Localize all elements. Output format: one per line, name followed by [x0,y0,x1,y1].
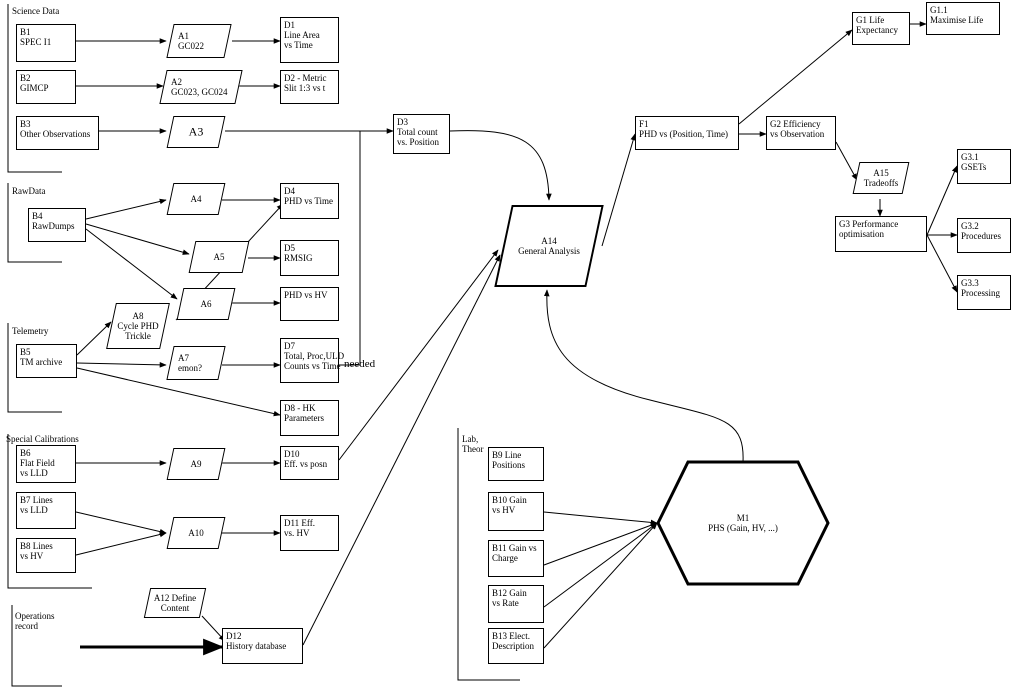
box-b2: B2 GIMCP [16,70,76,104]
box-b13: B13 Elect. Description [488,628,544,664]
box-b12: B12 Gain vs Rate [488,585,544,623]
box-g1: G1 Life Expectancy [852,12,910,45]
box-d4: D4 PHD vs Time [280,183,339,219]
box-d1: D1 Line Area vs Time [280,17,339,63]
needed-annotation: needed [344,358,376,370]
box-b11: B11 Gain vs Charge [488,540,544,577]
analysis-a10: A10 [166,517,226,549]
connectors [75,21,958,656]
box-g11: G1.1 Maximise Life [926,2,1000,35]
analysis-a5: A5 [188,241,250,273]
analysis-a15: A15 Tradeoffs [852,162,910,194]
box-d6: PHD vs HV [280,287,339,321]
group-label-lab-theory: Lab, Theor [462,434,484,454]
box-g33: G3.3 Processing [957,275,1011,310]
box-d8: D8 - HK Parameters [280,400,339,436]
group-brackets [7,4,520,687]
box-b6: B6 Flat Field vs LLD [16,445,76,483]
box-g31: G3.1 GSETs [957,149,1011,184]
box-f1: F1 PHD vs (Position, Time) [635,116,739,150]
box-d11: D11 Eff. vs. HV [280,515,339,551]
model-hexagon [656,460,830,586]
box-d2: D2 - Metric Slit 1:3 vs t [280,70,339,104]
box-b9: B9 Line Positions [488,447,544,481]
group-label-raw-data: RawData [12,186,46,196]
box-d10: D10 Eff. vs posn [280,446,339,480]
box-d7: D7 Total, Proc,ULD Counts vs Time [280,338,344,383]
box-d12: D12 History database [222,628,303,664]
group-label-operations-record: Operations record [15,611,55,631]
analysis-a12: A12 Define Content [143,588,207,618]
box-g3: G3 Performance optimisation [835,216,927,252]
analysis-a1: A1 GC022 [166,24,232,58]
analysis-a9: A9 [166,448,226,480]
analysis-a8: A8 Cycle PHD Trickle [106,303,170,349]
analysis-a6: A6 [176,288,236,320]
box-b4: B4 RawDumps [28,208,86,242]
analysis-a3: A3 [166,116,226,148]
group-label-special-calibrations: Special Calibrations [6,434,79,444]
analysis-a2: A2 GC023, GC024 [159,70,243,104]
box-b5: B5 TM archive [16,344,77,378]
model-m1: M1 PHS (Gain, HV, ...) [708,513,778,533]
box-g32: G3.2 Procedures [957,218,1011,253]
group-label-science-data: Science Data [12,6,60,16]
box-g2: G2 Efficiency vs Observation [766,116,836,150]
box-b7: B7 Lines vs LLD [16,492,76,529]
box-b8: B8 Lines vs HV [16,538,76,573]
box-b10: B10 Gain vs HV [488,492,544,531]
analysis-a7: A7 emon? [166,346,226,380]
box-b1: B1 SPEC I1 [16,24,76,62]
analysis-a4: A4 [166,183,226,215]
box-d3: D3 Total count vs. Position [393,114,450,154]
analysis-a14: A14 General Analysis [494,205,604,287]
group-label-telemetry: Telemetry [12,326,49,336]
box-b3: B3 Other Observations [16,116,99,150]
box-d5: D5 RMSIG [280,240,339,276]
